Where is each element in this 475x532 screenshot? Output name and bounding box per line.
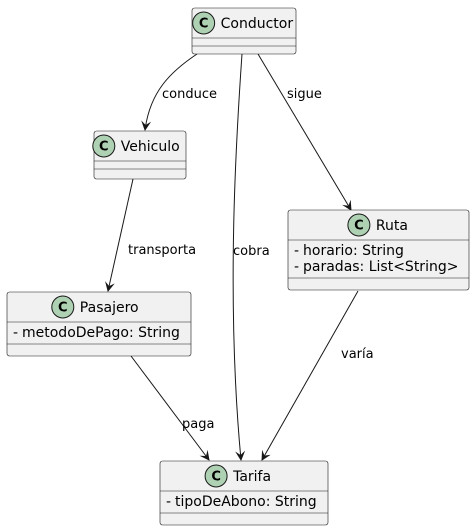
relation-arrow [257, 53, 352, 211]
svg-text:C: C [354, 219, 364, 234]
member-visibility: - [13, 325, 18, 341]
class-box [191, 7, 297, 55]
member-visibility: - [294, 259, 299, 275]
class-stereotype-icon: C [347, 213, 371, 237]
class-name: Ruta [376, 218, 408, 234]
class-tarifa[interactable]: C Tarifa -tipoDeAbono: String [159, 460, 329, 526]
relation-label: sigue [287, 87, 322, 102]
relation-label: cobra [233, 244, 270, 259]
relation-conductor-tarifa: cobra [232, 53, 270, 461]
class-member: tipoDeAbono: String [175, 494, 317, 510]
svg-text:C: C [58, 301, 68, 316]
class-member: paradas: List<String> [303, 259, 458, 275]
class-name: Pasajero [80, 300, 139, 316]
relation-label: paga [182, 417, 214, 432]
relation-label: transporta [128, 243, 196, 258]
member-visibility: - [166, 494, 171, 510]
class-stereotype-icon: C [92, 134, 116, 158]
relation-vehiculo-pasajero: transporta [105, 178, 196, 292]
relation-label: varía [341, 347, 374, 362]
class-vehiculo[interactable]: C Vehiculo [92, 130, 187, 180]
class-name: Tarifa [232, 469, 271, 485]
class-box [159, 460, 329, 526]
svg-text:C: C [211, 470, 221, 485]
class-name: Conductor [221, 16, 294, 32]
relation-conductor-vehiculo: conduce [141, 53, 217, 131]
class-stereotype-icon: C [204, 464, 228, 488]
relation-ruta-tarifa: varía [261, 290, 374, 461]
member-visibility: - [294, 243, 299, 259]
relation-arrow [141, 53, 198, 131]
class-conductor[interactable]: C Conductor [191, 7, 297, 55]
class-stereotype-icon: C [51, 295, 75, 319]
relation-arrow [232, 53, 246, 461]
class-name: Vehiculo [121, 139, 180, 155]
class-ruta[interactable]: C Ruta -horario: String-paradas: List<Stri… [287, 209, 470, 291]
class-box [93, 130, 187, 180]
relation-arrow [130, 355, 210, 461]
relation-pasajero-tarifa: paga [130, 355, 214, 461]
class-member: metodoDePago: String [22, 325, 180, 341]
class-member: horario: String [303, 243, 404, 259]
relation-conductor-ruta: sigue [257, 53, 352, 211]
class-pasajero[interactable]: C Pasajero -metodoDePago: String [6, 291, 192, 357]
relation-arrow [261, 290, 359, 461]
svg-text:C: C [199, 17, 209, 32]
class-box [287, 209, 470, 291]
relation-arrow [105, 178, 134, 292]
class-stereotype-icon: C [192, 11, 216, 35]
svg-text:C: C [99, 140, 109, 155]
relation-label: conduce [162, 87, 217, 102]
